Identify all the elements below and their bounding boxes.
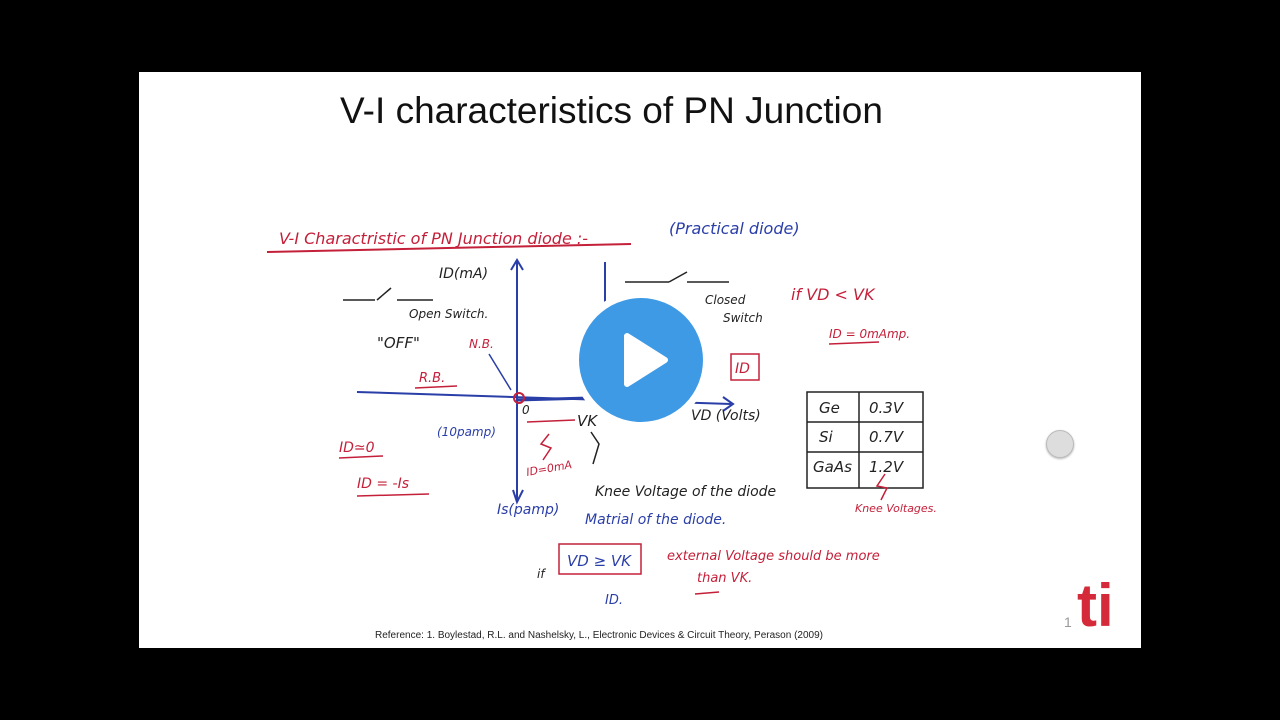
- play-button[interactable]: [572, 291, 710, 429]
- if-vd-vk-label: if VD < VK: [791, 285, 876, 304]
- vk-label: VK: [577, 412, 598, 430]
- knee-voltage-table: Ge 0.3V Si 0.7V GaAs 1.2V: [806, 391, 924, 489]
- table-voltage-si: 0.7V: [869, 428, 905, 446]
- table-material-gaas: GaAs: [813, 458, 852, 476]
- forward-bias-line: [516, 396, 590, 402]
- external-voltage-line-2: than VK.: [697, 571, 752, 586]
- table-border: [806, 391, 924, 489]
- page-number: 1: [1064, 614, 1072, 630]
- id-approx-zero: ID≃0: [339, 440, 375, 456]
- id-zero-amp-underline: [828, 341, 880, 345]
- handwritten-notes-drawing: V-I Charactristic of PN Junction diode :…: [266, 219, 937, 608]
- notes-heading: V-I Charactristic of PN Junction diode :…: [279, 229, 588, 248]
- external-underline: [694, 591, 720, 595]
- table-voltage-gaas: 1.2V: [869, 458, 905, 476]
- is-arrow: [512, 489, 524, 505]
- open-switch-label: Open Switch.: [409, 307, 488, 321]
- open-switch-blade: [376, 287, 392, 301]
- slide: V-I characteristics of PN Junction V-I C…: [139, 72, 1141, 648]
- reverse-current-label: (10pamp): [437, 425, 496, 439]
- y-axis-label: ID(mA): [439, 266, 488, 282]
- x-axis-arrow: [722, 396, 735, 412]
- y-axis-arrow: [510, 258, 524, 271]
- closed-switch-blade: [668, 271, 688, 283]
- knee-voltage-line-2: Matrial of the diode.: [585, 512, 726, 528]
- knee-pointer: [590, 431, 600, 465]
- slide-title: V-I characteristics of PN Junction: [340, 90, 883, 131]
- knee-voltage-line-1: Knee Voltage of the diode: [595, 484, 776, 500]
- table-material-ge: Ge: [819, 399, 840, 417]
- condition-box-label: VD ≥ VK: [567, 552, 632, 570]
- play-button-inner[interactable]: [579, 298, 703, 422]
- reference-text: Reference: 1. Boylestad, R.L. and Nashel…: [375, 630, 823, 641]
- nb-pointer: [488, 353, 512, 391]
- id-approx-zero-underline: [338, 455, 384, 459]
- id-box-label: ID: [735, 361, 750, 377]
- ti-logo: ti: [1077, 572, 1114, 632]
- id-zero-amp-label: ID = 0mAmp.: [829, 327, 910, 341]
- id-neg-is: ID = -Is: [357, 476, 409, 492]
- rb-label: R.B.: [419, 371, 445, 386]
- knee-voltages-label: Knee Voltages.: [855, 502, 937, 515]
- x-axis-label: VD (Volts): [691, 408, 761, 424]
- id-zero-ma-label: ID=0mA: [525, 458, 573, 479]
- external-voltage-line-1: external Voltage should be more: [667, 549, 880, 564]
- condition-box: [558, 543, 642, 575]
- closed-switch-label-1: Closed: [705, 293, 746, 307]
- id-neg-is-underline: [356, 493, 430, 497]
- origin-label: 0: [522, 403, 530, 417]
- closed-switch-label-2: Switch: [723, 311, 763, 325]
- play-icon: [624, 333, 668, 387]
- floating-action-button[interactable]: [1046, 430, 1074, 458]
- table-voltage-ge: 0.3V: [869, 399, 905, 417]
- vk-span-arrow: [526, 419, 576, 423]
- table-lightning-mark: [875, 473, 889, 501]
- is-label: Is(pamp): [497, 502, 559, 518]
- logo-text: ti: [1077, 572, 1114, 632]
- heading-underline: [266, 243, 632, 253]
- table-material-si: Si: [819, 428, 834, 446]
- nb-label: N.B.: [469, 337, 494, 351]
- condition-id: ID.: [605, 593, 623, 608]
- origin-marker: [513, 392, 525, 404]
- off-label: "OFF": [377, 334, 420, 352]
- rb-underline: [414, 385, 458, 389]
- id-box: [730, 353, 760, 381]
- lightning-mark: [539, 433, 553, 461]
- condition-prefix: if: [537, 567, 546, 581]
- notes-heading-sub: (Practical diode): [669, 219, 800, 238]
